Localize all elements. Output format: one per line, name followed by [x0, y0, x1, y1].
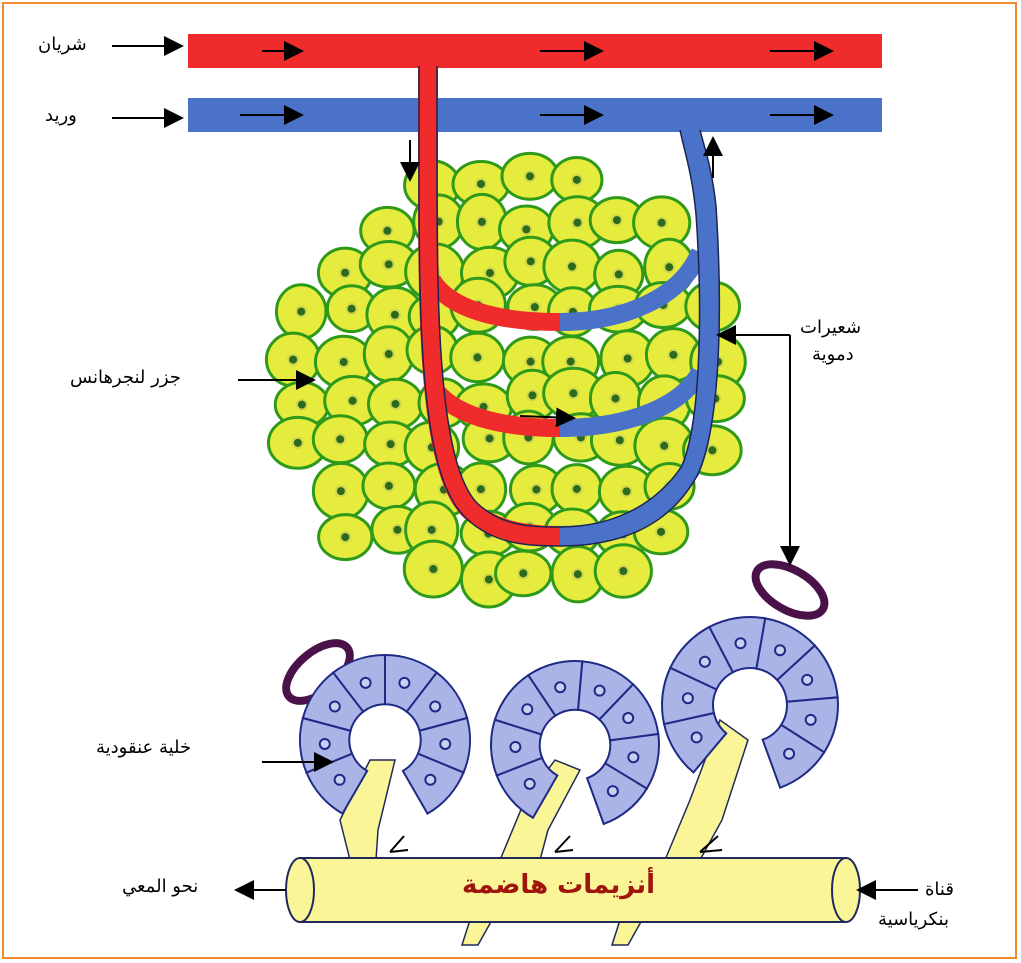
islet-cell-nucleus: [339, 357, 349, 367]
acinar-cell-nucleus: [361, 678, 371, 688]
capillary-ring: [747, 554, 833, 627]
islet-cell-nucleus: [526, 256, 536, 266]
islet-cell-nucleus: [477, 217, 487, 227]
acinar-cell-nucleus: [430, 701, 440, 711]
islet-cell-nucleus: [476, 179, 486, 189]
islet-cell-nucleus: [657, 218, 667, 228]
islet-label: جزر لنجرهانس: [70, 368, 181, 389]
islet-cell-nucleus: [566, 357, 576, 367]
islet-cell-nucleus: [573, 569, 583, 579]
duct-label-line2: بنكرياسية: [878, 910, 949, 931]
islet-cell-nucleus: [527, 390, 537, 400]
islet-cell-nucleus: [664, 262, 674, 272]
acinar-cell-nucleus: [692, 732, 702, 742]
acinar-cell-nucleus: [775, 645, 785, 655]
acinar-cell-nucleus: [735, 638, 745, 648]
islet-cell-nucleus: [392, 525, 402, 535]
islet-cell-nucleus: [614, 269, 624, 279]
islet-cell-nucleus: [659, 441, 669, 451]
islet-cell-nucleus: [623, 353, 633, 363]
acinar-cell-nucleus: [330, 701, 340, 711]
islet-cell-nucleus: [390, 310, 400, 320]
acinar-cell-nucleus: [628, 752, 638, 762]
islet-cell-nucleus: [427, 525, 437, 535]
acinar-cell-nucleus: [440, 739, 450, 749]
islet-cell-nucleus: [485, 268, 495, 278]
islet-cell-nucleus: [707, 445, 717, 455]
acinar-cell-nucleus: [784, 749, 794, 759]
islet-cell-nucleus: [476, 484, 486, 494]
islet-cell-nucleus: [518, 568, 528, 578]
islet-cell-nucleus: [567, 262, 577, 272]
islet-cell-nucleus: [530, 302, 540, 312]
acinar-cell-nucleus: [608, 786, 618, 796]
islet-cell-nucleus: [384, 349, 394, 359]
islet-cell-nucleus: [525, 171, 535, 181]
capillaries-label-line2: دموية: [812, 345, 854, 366]
vein-label: وريد: [45, 106, 77, 127]
islet-cell-nucleus: [382, 226, 392, 236]
islet-cell-nucleus: [531, 485, 541, 495]
islet-cell-nucleus: [428, 564, 438, 574]
islet-cell-nucleus: [340, 268, 350, 278]
islet-cell-nucleus: [612, 215, 622, 225]
islet-cell-nucleus: [485, 433, 495, 443]
acinar-cell-nucleus: [555, 682, 565, 692]
islet-cell-nucleus: [384, 259, 394, 269]
islet-cell-nucleus: [288, 355, 298, 365]
acinar-cell-nucleus: [623, 713, 633, 723]
islet-cell-nucleus: [668, 350, 678, 360]
islet-cell-nucleus: [484, 575, 494, 585]
acinar-cell-nucleus: [425, 775, 435, 785]
islet-cell-nucleus: [656, 527, 666, 537]
islet-cell-nucleus: [615, 435, 625, 445]
acinar-cell-nucleus: [802, 675, 812, 685]
acinar-cell-nucleus: [335, 775, 345, 785]
acinar-cell-nucleus: [399, 678, 409, 688]
islet-cell-nucleus: [296, 307, 306, 317]
islet-cell-nucleus: [521, 224, 531, 234]
to-intestine-label: نحو المعي: [122, 877, 198, 898]
acinar-cell-nucleus: [320, 739, 330, 749]
acinar-cell-label: خلية عنقودية: [96, 738, 191, 759]
artery-label: شريان: [38, 35, 87, 56]
acinar-cell-nucleus: [510, 742, 520, 752]
islet-cell-nucleus: [572, 218, 582, 228]
islet-cell-nucleus: [335, 434, 345, 444]
islet-cell-nucleus: [347, 304, 357, 314]
islet-cell-nucleus: [297, 400, 307, 410]
islet-cell-nucleus: [618, 566, 628, 576]
islet-cell-nucleus: [610, 393, 620, 403]
acinar-cell-nucleus: [525, 779, 535, 789]
islet-cell-nucleus: [568, 388, 578, 398]
acinar-cell-nucleus: [683, 693, 693, 703]
islet-cell-nucleus: [348, 396, 358, 406]
islet-cell-nucleus: [526, 357, 536, 367]
acinar-cell-nucleus: [522, 704, 532, 714]
islet-cell-nucleus: [340, 532, 350, 542]
islet-cell-nucleus: [386, 439, 396, 449]
islet-cell-nucleus: [391, 399, 401, 409]
acinar-cell-nucleus: [595, 686, 605, 696]
islet-cell-nucleus: [293, 438, 303, 448]
acinar-cell-nucleus: [700, 657, 710, 667]
duct-label-line1: قناة: [925, 880, 954, 901]
islet-cell-nucleus: [572, 484, 582, 494]
islet-cell-nucleus: [572, 175, 582, 185]
islet-cell-nucleus: [472, 352, 482, 362]
acinar-cell-nucleus: [806, 715, 816, 725]
islet-cell-nucleus: [384, 481, 394, 491]
islet-cell-nucleus: [622, 486, 632, 496]
enzymes-label: أنزيمات هاضمة: [462, 870, 655, 900]
capillaries-label-line1: شعيرات: [800, 318, 861, 339]
islet-cell-nucleus: [336, 486, 346, 496]
